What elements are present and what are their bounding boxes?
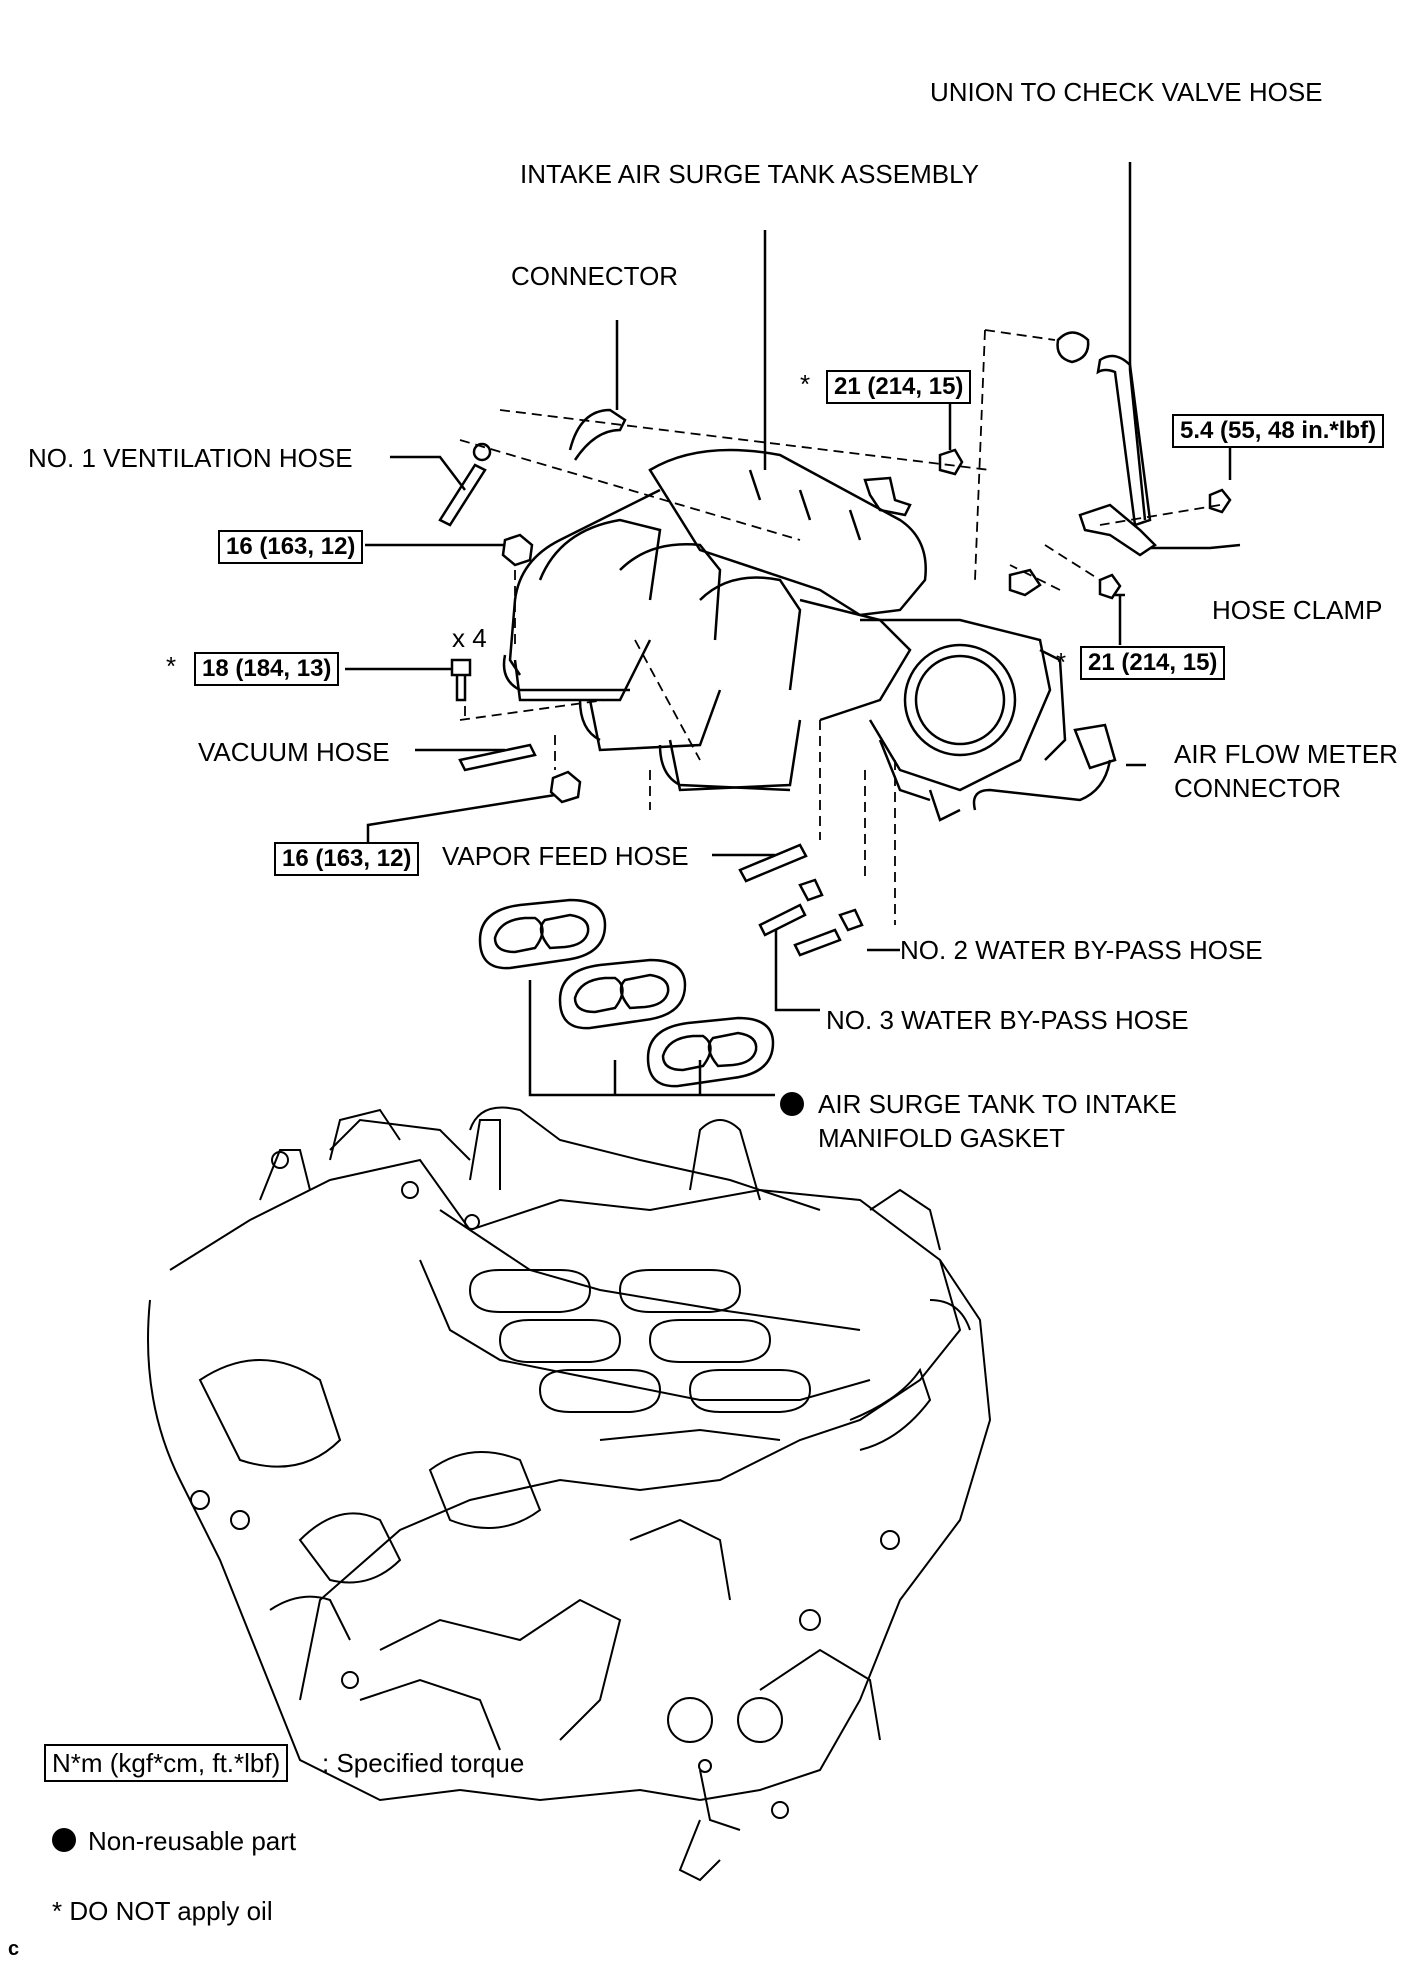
label-vacuum-hose: VACUUM HOSE	[198, 737, 390, 767]
label-gasket-line1: AIR SURGE TANK TO INTAKE	[818, 1089, 1177, 1119]
torque-box-5-4: 5.4 (55, 48 in.*lbf)	[1172, 414, 1385, 448]
label-connector: CONNECTOR	[511, 261, 679, 291]
torque-box-21-top: 21 (214, 15)	[826, 370, 972, 404]
no-oil-asterisk: *	[800, 369, 811, 399]
filled-circle-icon	[52, 1828, 76, 1852]
surge-tank-drawing	[502, 448, 1067, 822]
legend-no-oil: * DO NOT apply oil	[52, 1896, 273, 1926]
filled-circle-icon	[780, 1092, 804, 1116]
dashed-guides	[459, 329, 1221, 925]
label-vapor-feed-hose: VAPOR FEED HOSE	[442, 841, 689, 871]
torque-box-21-right: 21 (214, 15)	[1080, 646, 1226, 680]
label-union-to-check-valve-hose: UNION TO CHECK VALVE HOSE	[930, 77, 1323, 107]
no-oil-asterisk: *	[166, 651, 177, 681]
label-air-flow-meter-line2: CONNECTOR	[1174, 773, 1342, 803]
label-gasket-line2: MANIFOLD GASKET	[818, 1123, 1066, 1153]
gaskets	[478, 898, 775, 1088]
engine-block	[147, 1106, 992, 1882]
label-no1-ventilation-hose: NO. 1 VENTILATION HOSE	[28, 443, 353, 473]
label-hose-clamp: HOSE CLAMP	[1212, 595, 1383, 625]
torque-box-16-lower: 16 (163, 12)	[274, 842, 420, 876]
label-air-flow-meter-line1: AIR FLOW METER	[1174, 739, 1398, 769]
legend-nonreusable: Non-reusable part	[88, 1826, 297, 1856]
torque-box-18: 18 (184, 13)	[194, 652, 340, 686]
torque-box-16-upper: 16 (163, 12)	[218, 530, 364, 564]
label-intake-air-surge-tank-assembly: INTAKE AIR SURGE TANK ASSEMBLY	[520, 159, 979, 189]
label-no3-water-bypass-hose: NO. 3 WATER BY-PASS HOSE	[826, 1005, 1189, 1035]
legend-torque-desc: : Specified torque	[322, 1748, 525, 1778]
legend-torque-box: N*m (kgf*cm, ft.*lbf)	[44, 1744, 289, 1782]
label-x4: x 4	[452, 623, 487, 653]
label-no2-water-bypass-hose: NO. 2 WATER BY-PASS HOSE	[900, 935, 1263, 965]
no-oil-asterisk: *	[1056, 647, 1067, 677]
small-parts	[438, 331, 1232, 957]
corner-mark: c	[8, 1938, 20, 1960]
leader-lines	[345, 162, 1241, 1097]
